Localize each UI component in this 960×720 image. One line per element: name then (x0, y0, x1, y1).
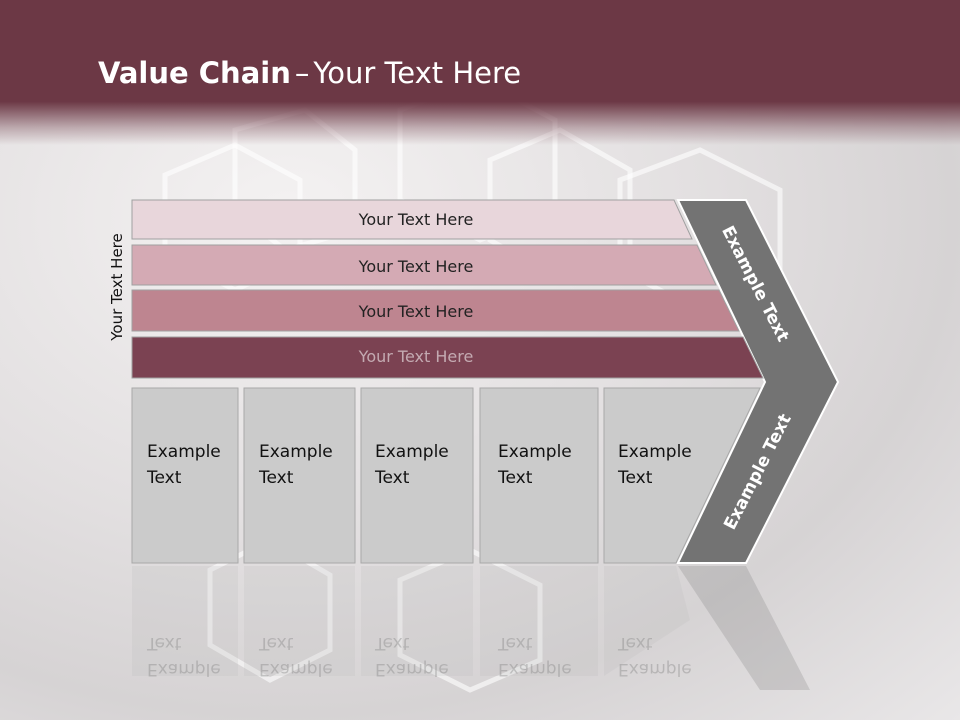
box-1-line1: Example (147, 442, 221, 462)
box-reflections (132, 566, 810, 690)
box-5-reflection-line2: Text (618, 633, 653, 653)
box-5 (603, 387, 761, 564)
box-4-reflection: Example Text (498, 630, 572, 682)
box-4 (479, 387, 599, 564)
bar-2 (131, 244, 717, 286)
box-4-line2: Text (498, 468, 533, 488)
box-2-reflection-line1: Example (259, 659, 333, 679)
box-1-reflection-line1: Example (147, 659, 221, 679)
bar-1-label: Your Text Here (358, 210, 474, 229)
box-5-line2: Text (618, 468, 653, 488)
bar-4 (131, 336, 764, 379)
box-1-line2: Text (147, 468, 182, 488)
box-1 (131, 387, 239, 564)
box-2-reflection: Example Text (259, 630, 333, 682)
box-3 (360, 387, 474, 564)
box-3-line2: Text (375, 468, 410, 488)
bar-4-label: Your Text Here (358, 347, 474, 366)
box-5-line1: Example (618, 442, 692, 462)
title-bold: Value Chain (98, 56, 291, 90)
box-1-reflection: Example Text (147, 630, 221, 682)
box-4-line1: Example (498, 442, 572, 462)
box-4-reflection-line2: Text (498, 633, 533, 653)
chevron-arrow (676, 199, 840, 564)
bar-3-label: Your Text Here (358, 302, 474, 321)
box-2 (243, 387, 356, 564)
box-3-reflection: Example Text (375, 630, 449, 682)
title-bar (0, 0, 960, 145)
slide-title: Value Chain–Your Text Here (98, 56, 521, 90)
box-5-reflection: Example Text (618, 630, 692, 682)
bar-2-label: Your Text Here (358, 257, 474, 276)
title-rest: Your Text Here (313, 56, 522, 90)
box-5-reflection-line1: Example (618, 659, 692, 679)
box-2-line2: Text (259, 468, 294, 488)
title-separator: – (294, 56, 310, 90)
box-3-reflection-line1: Example (375, 659, 449, 679)
box-3-reflection-line2: Text (375, 633, 410, 653)
box-3-line1: Example (375, 442, 449, 462)
box-2-line1: Example (259, 442, 333, 462)
box-4-reflection-line1: Example (498, 659, 572, 679)
bar-3 (131, 289, 740, 332)
box-2-reflection-line2: Text (259, 633, 294, 653)
box-1-reflection-line2: Text (147, 633, 182, 653)
bar-1 (131, 199, 693, 240)
